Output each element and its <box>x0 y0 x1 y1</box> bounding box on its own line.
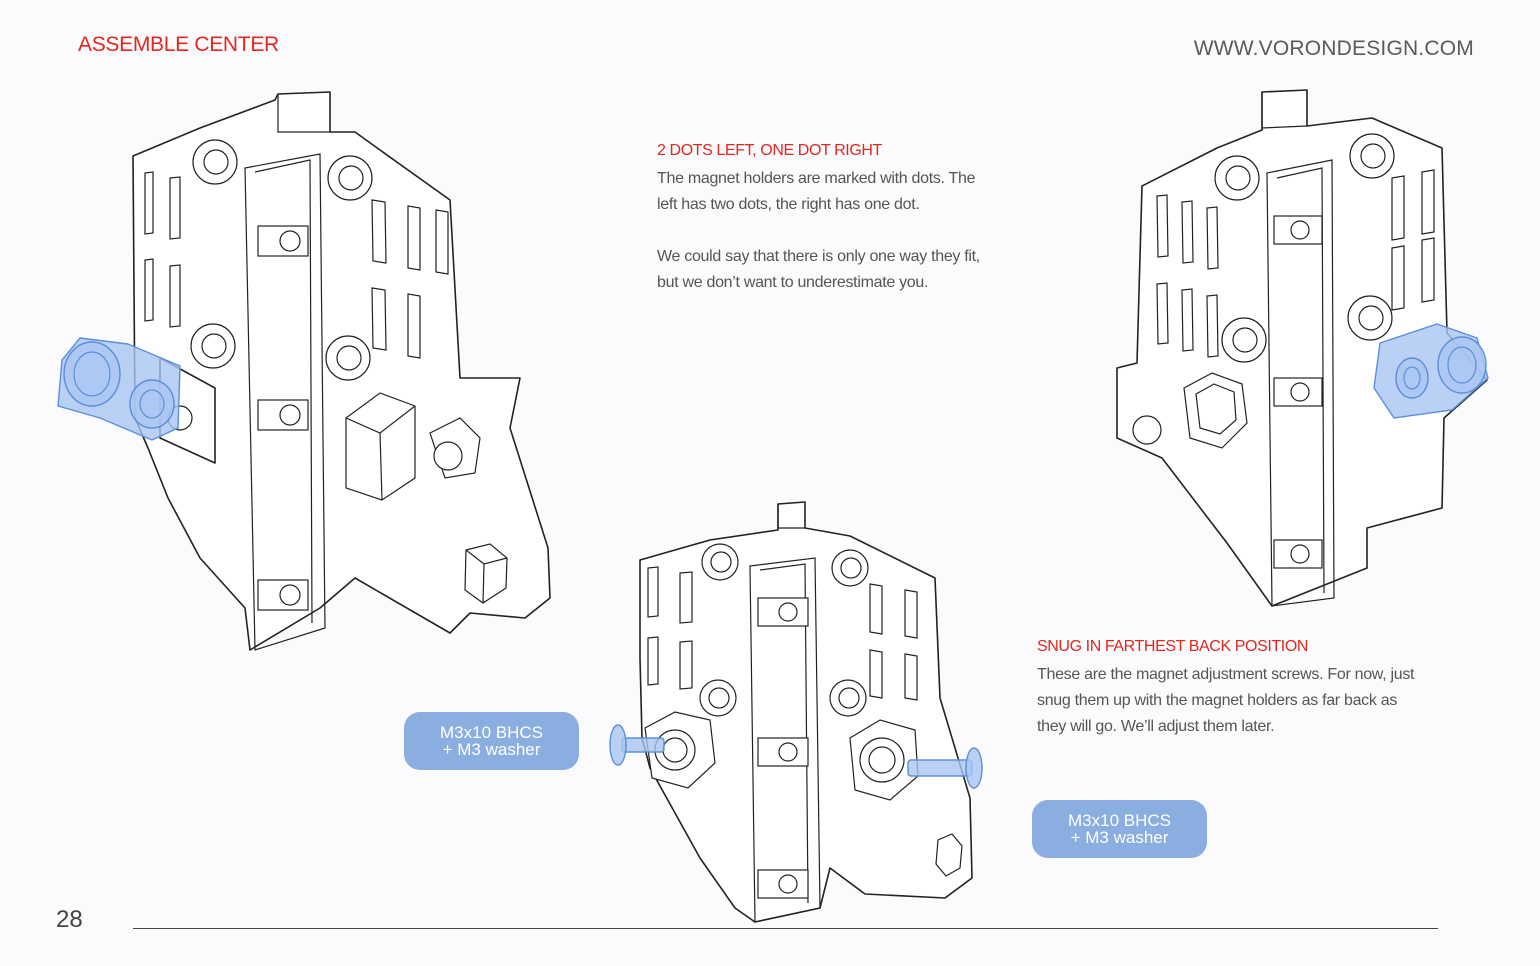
page-number: 28 <box>56 906 83 933</box>
site-url[interactable]: WWW.VORONDESIGN.COM <box>1193 37 1474 60</box>
footer-divider <box>133 928 1438 929</box>
center-part-adjustment-screws-illustration <box>609 501 983 923</box>
right-screw-callout: M3x10 BHCS + M3 washer <box>1032 800 1207 858</box>
dots-note-paragraph-2: We could say that there is only one way … <box>657 248 980 291</box>
callout-line-1: M3x10 BHCS <box>440 723 543 742</box>
snug-note-heading: SNUG IN FARTHEST BACK POSITION <box>1037 638 1309 655</box>
dots-note: 2 DOTS LEFT, ONE DOT RIGHT The magnet ho… <box>657 140 987 296</box>
center-part-left-holder-illustration <box>57 91 551 651</box>
callout-line-2: + M3 washer <box>1070 828 1169 847</box>
dots-note-paragraph-1: The magnet holders are marked with dots.… <box>657 170 976 213</box>
callout-line-1: M3x10 BHCS <box>1068 811 1171 830</box>
callout-line-2: + M3 washer <box>442 740 541 759</box>
section-title: ASSEMBLE CENTER <box>78 33 279 56</box>
snug-note-paragraph: These are the magnet adjustment screws. … <box>1037 666 1415 735</box>
dots-note-heading: 2 DOTS LEFT, ONE DOT RIGHT <box>657 142 882 159</box>
snug-note: SNUG IN FARTHEST BACK POSITION These are… <box>1037 636 1417 740</box>
left-screw-callout: M3x10 BHCS + M3 washer <box>404 712 579 770</box>
center-part-right-holder-illustration <box>1116 89 1489 607</box>
